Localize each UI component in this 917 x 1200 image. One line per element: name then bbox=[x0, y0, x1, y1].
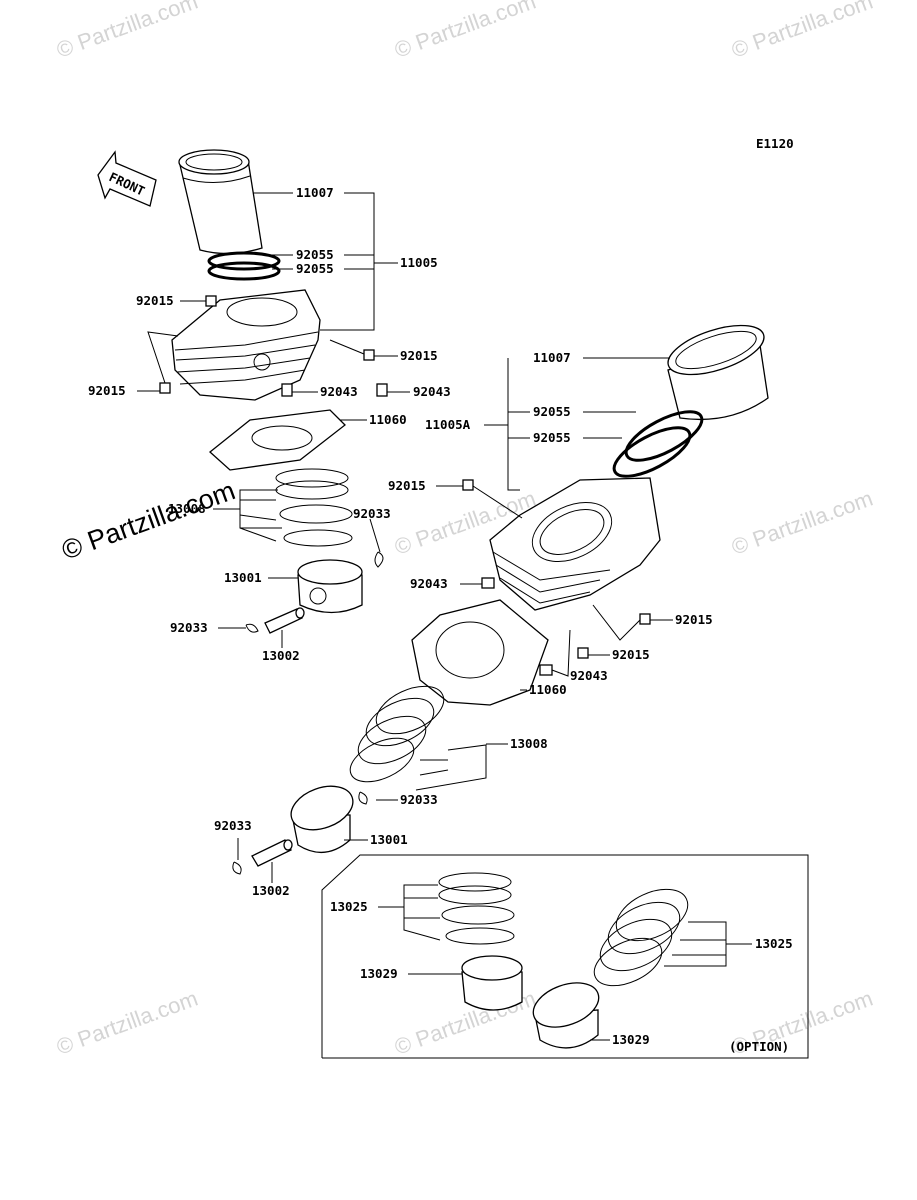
piston-rings-icon bbox=[275, 468, 353, 547]
gasket-icon bbox=[208, 409, 346, 471]
leader-lines-option bbox=[378, 884, 752, 1041]
callout-92043: 92043 bbox=[413, 384, 451, 399]
o-ring-icon bbox=[612, 410, 704, 478]
callout-92015: 92015 bbox=[400, 348, 438, 363]
option-box: (OPTION) bbox=[321, 854, 809, 1059]
callout-92055: 92055 bbox=[533, 404, 571, 419]
cylinder-block-icon bbox=[489, 477, 661, 611]
callout-13001: 13001 bbox=[224, 570, 262, 585]
piston-rings-icon bbox=[349, 685, 445, 783]
callout-92055: 92055 bbox=[533, 430, 571, 445]
callout-92015: 92015 bbox=[136, 293, 174, 308]
callout-92043: 92043 bbox=[410, 576, 448, 591]
callout-13002: 13002 bbox=[262, 648, 300, 663]
callout-92015: 92015 bbox=[88, 383, 126, 398]
piston-rings-icon bbox=[593, 888, 689, 987]
dowel-pin-icon bbox=[481, 577, 495, 589]
callout-13025: 13025 bbox=[330, 899, 368, 914]
callout-92043: 92043 bbox=[320, 384, 358, 399]
cylinder-sleeve-icon bbox=[178, 149, 263, 255]
gasket-icon bbox=[411, 599, 549, 706]
callout-13008: 13008 bbox=[168, 501, 206, 516]
dowel-pin-icon bbox=[281, 383, 293, 397]
leader-lines-right bbox=[237, 357, 673, 883]
callout-92055: 92055 bbox=[296, 261, 334, 276]
nut-icon bbox=[363, 349, 375, 361]
callout-92015: 92015 bbox=[675, 612, 713, 627]
callout-11005: 11005 bbox=[400, 255, 438, 270]
front-arrow-icon: FRONT bbox=[97, 150, 157, 207]
cylinder-block-icon bbox=[171, 289, 321, 401]
piston-pin-icon bbox=[264, 607, 305, 634]
callout-92033: 92033 bbox=[353, 506, 391, 521]
piston-icon bbox=[532, 982, 600, 1049]
dowel-pin-icon bbox=[539, 664, 553, 676]
callout-92033: 92033 bbox=[400, 792, 438, 807]
clip-icon bbox=[232, 791, 368, 875]
watermark: © Partzilla.com bbox=[53, 0, 201, 63]
leader-lines-left bbox=[137, 192, 410, 648]
callout-13001: 13001 bbox=[370, 832, 408, 847]
callout-13029: 13029 bbox=[360, 966, 398, 981]
diagram-code: E1120 bbox=[756, 136, 794, 151]
callout-13008: 13008 bbox=[510, 736, 548, 751]
option-label: (OPTION) bbox=[729, 1039, 789, 1054]
dowel-pin-icon bbox=[376, 383, 388, 397]
callout-13025: 13025 bbox=[755, 936, 793, 951]
piston-icon bbox=[461, 955, 523, 1011]
callout-92033: 92033 bbox=[214, 818, 252, 833]
callout-92055: 92055 bbox=[296, 247, 334, 262]
clip-icon bbox=[245, 551, 384, 633]
callout-92015: 92015 bbox=[388, 478, 426, 493]
callout-11060: 11060 bbox=[369, 412, 407, 427]
callout-11007: 11007 bbox=[296, 185, 334, 200]
nut-icon bbox=[159, 382, 171, 394]
nut-icon bbox=[639, 613, 651, 625]
watermarks: © Partzilla.com © Partzilla.com © Partzi… bbox=[53, 0, 876, 1060]
nut-icon bbox=[577, 647, 589, 659]
callout-11060: 11060 bbox=[529, 682, 567, 697]
callout-11007: 11007 bbox=[533, 350, 571, 365]
watermark: © Partzilla.com bbox=[391, 0, 539, 63]
callout-13029: 13029 bbox=[612, 1032, 650, 1047]
cylinder-sleeve-icon bbox=[667, 324, 769, 421]
partzilla-watermark: © Partzilla.com bbox=[58, 475, 239, 565]
o-ring-icon bbox=[207, 251, 281, 281]
nut-icon bbox=[462, 479, 474, 491]
watermark: © Partzilla.com bbox=[53, 986, 201, 1060]
callout-92033: 92033 bbox=[170, 620, 208, 635]
callout-13002: 13002 bbox=[252, 883, 290, 898]
callout-11005a: 11005A bbox=[425, 417, 471, 432]
piston-rings-icon bbox=[438, 872, 515, 945]
watermark: © Partzilla.com bbox=[728, 486, 876, 560]
watermark: © Partzilla.com bbox=[728, 0, 876, 63]
callout-92015: 92015 bbox=[612, 647, 650, 662]
nut-icon bbox=[205, 295, 217, 307]
piston-icon bbox=[297, 559, 363, 614]
piston-pin-icon bbox=[251, 839, 293, 867]
callout-92043: 92043 bbox=[570, 668, 608, 683]
piston-icon bbox=[290, 785, 354, 853]
